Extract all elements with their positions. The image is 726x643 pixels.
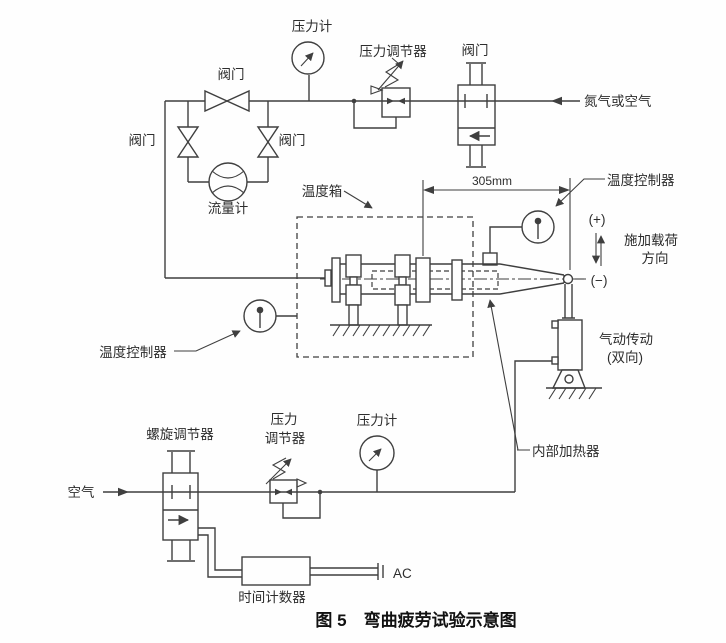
pressure-gauge-top bbox=[291, 41, 325, 101]
pressure-regulator-top-label: 压力调节器 bbox=[359, 44, 427, 59]
timer-hose bbox=[198, 527, 242, 578]
pressure-regulator-top bbox=[351, 57, 411, 129]
pressure-gauge-bottom-label: 压力计 bbox=[357, 413, 398, 428]
thermocouple-connector bbox=[482, 252, 498, 266]
load-plus-label: (+) bbox=[589, 212, 606, 227]
time-counter bbox=[198, 527, 384, 586]
flow-meter bbox=[208, 162, 248, 202]
specimen-cone bbox=[499, 263, 565, 295]
air-supply-line bbox=[103, 487, 515, 497]
dimension-305mm bbox=[422, 178, 571, 270]
pressure-regulator-bottom-label-1: 压力 bbox=[271, 412, 298, 427]
load-direction-label-1: 施加载荷 bbox=[624, 233, 678, 248]
inlet-fitting bbox=[324, 269, 332, 287]
temp-controller-left-label: 温度控制器 bbox=[99, 345, 167, 360]
cylinder-port-upper bbox=[551, 320, 559, 329]
ac-wires bbox=[310, 567, 378, 576]
shutoff-valve-label: 阀门 bbox=[462, 43, 489, 58]
mid-branch-valve bbox=[247, 101, 280, 183]
internal-heater-outline bbox=[371, 270, 499, 290]
pressure-regulator-bottom bbox=[265, 457, 323, 519]
load-minus-label: (−) bbox=[591, 273, 608, 288]
ac-plug bbox=[377, 563, 384, 580]
ground-hatch-left bbox=[330, 324, 432, 337]
internal-heater-label: 内部加热器 bbox=[532, 444, 600, 459]
pressure-regulator-bottom-label-2: 调节器 bbox=[265, 431, 306, 446]
bypass-valve bbox=[204, 89, 250, 113]
junction-dot bbox=[351, 98, 357, 104]
flange-3 bbox=[451, 259, 463, 301]
flange-2 bbox=[415, 257, 431, 303]
bypass-valve-label: 阀门 bbox=[218, 67, 245, 82]
junction-dot bbox=[317, 489, 323, 495]
temperature-controller-right-gauge bbox=[482, 178, 605, 266]
ground-hatch-right bbox=[546, 387, 602, 400]
flange-1 bbox=[331, 257, 341, 303]
cylinder-port-lower bbox=[551, 356, 559, 365]
time-counter-box bbox=[241, 556, 311, 586]
load-pivot bbox=[562, 273, 574, 285]
pressure-gauge-bottom bbox=[359, 435, 395, 492]
temp-box-label: 温度箱 bbox=[302, 184, 343, 199]
spiral-regulator bbox=[162, 450, 199, 562]
air-flow-arrow bbox=[118, 487, 129, 497]
specimen-assembly bbox=[320, 254, 586, 337]
temp-controller-right-label: 温度控制器 bbox=[607, 173, 675, 188]
shutoff-valve-block bbox=[457, 62, 496, 168]
cylinder-air-line bbox=[514, 360, 552, 492]
left-branch-valve bbox=[176, 101, 209, 183]
gas-flow-arrow bbox=[551, 96, 562, 106]
clamp-stand-1 bbox=[345, 254, 362, 326]
spiral-regulator-label: 螺旋调节器 bbox=[146, 427, 214, 442]
figure-caption: 图 5 弯曲疲劳试验示意图 bbox=[315, 610, 516, 630]
temperature-chamber-box bbox=[296, 190, 474, 358]
dimension-label: 305mm bbox=[472, 174, 512, 188]
pressure-gauge-top-label: 压力计 bbox=[292, 19, 333, 34]
air-inlet-label: 空气 bbox=[68, 485, 95, 500]
internal-heater-leader bbox=[490, 300, 530, 451]
load-direction-label-2: 方向 bbox=[642, 251, 669, 266]
gas-main-line bbox=[164, 96, 580, 279]
pneumatic-label-1: 气动传动 bbox=[599, 332, 653, 347]
left-valve-label: 阀门 bbox=[129, 133, 156, 148]
clamp-stand-2 bbox=[394, 254, 411, 326]
mid-valve-label: 阀门 bbox=[279, 133, 306, 148]
time-counter-label: 时间计数器 bbox=[238, 590, 306, 605]
ac-label: AC bbox=[393, 566, 412, 581]
flow-meter-label: 流量计 bbox=[208, 201, 249, 216]
pneumatic-cylinder bbox=[514, 284, 602, 492]
gas-inlet-label: 氮气或空气 bbox=[584, 94, 652, 109]
pneumatic-label-2: (双向) bbox=[607, 350, 643, 365]
temperature-controller-left-gauge bbox=[174, 299, 297, 352]
